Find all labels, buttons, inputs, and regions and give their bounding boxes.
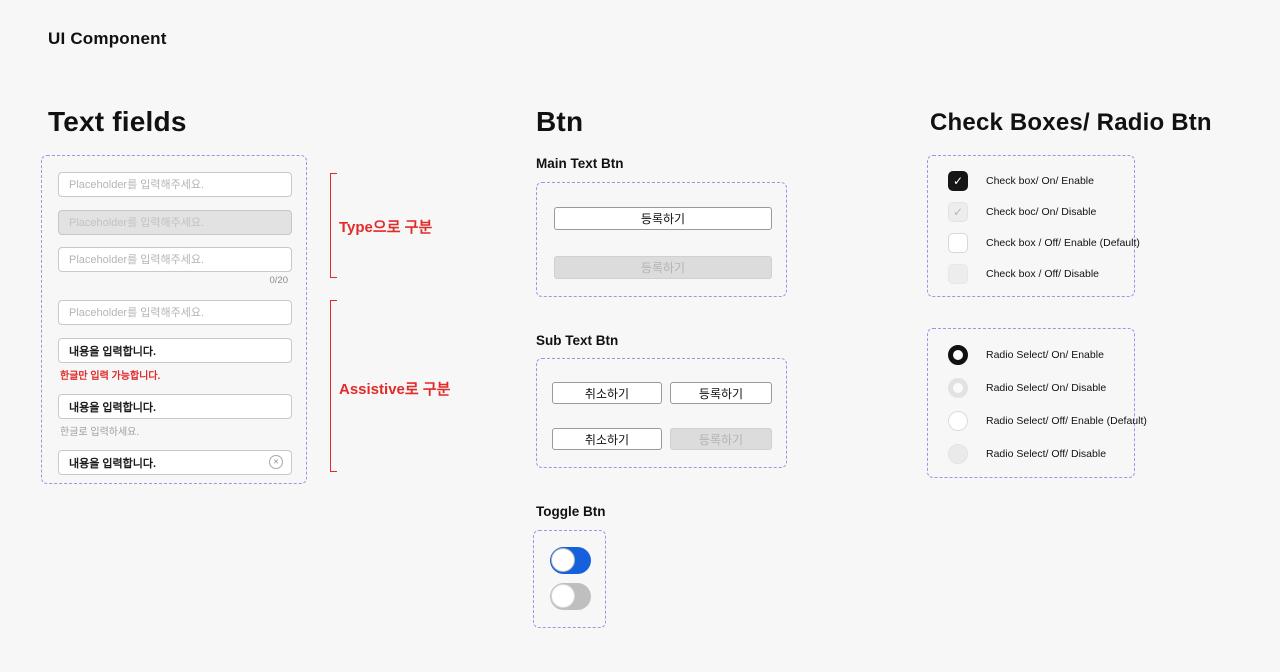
checkbox-label: Check box / Off/ Enable (Default) [986, 237, 1140, 249]
submit-button-enabled[interactable]: 등록하기 [554, 207, 772, 230]
checkbox-off-disable-icon [948, 264, 968, 284]
error-helper-text: 한글만 입력 가능합니다. [60, 371, 161, 382]
main-text-btn-label: Main Text Btn [536, 156, 624, 171]
radio-off-disable-icon [948, 444, 968, 464]
checkbox-on-enable-icon[interactable]: ✓ [948, 171, 968, 191]
text-fields-group: 0/20 한글만 입력 가능합니다. 한글로 입력하세요. ✕ [41, 155, 307, 484]
type-annotation: Type으로 구분 [339, 219, 433, 236]
checkbox-row[interactable]: Check box / Off/ Enable (Default) [948, 233, 1140, 253]
checkbox-off-enable-icon[interactable] [948, 233, 968, 253]
text-input-with-counter[interactable] [58, 247, 292, 272]
toggle-off-knob [551, 584, 575, 608]
checkbox-group: ✓ Check box/ On/ Enable ✓ Check boc/ On/… [927, 155, 1140, 297]
sub-btn-group: 취소하기 등록하기 취소하기 등록하기 [536, 358, 787, 468]
char-counter: 0/20 [269, 275, 289, 286]
checkbox-on-disable-icon: ✓ [948, 202, 968, 222]
clear-icon[interactable]: ✕ [269, 455, 283, 469]
text-input-assistive-default[interactable] [58, 300, 292, 325]
assistive-annotation: Assistive로 구분 [339, 381, 451, 398]
radio-label: Radio Select/ Off/ Disable [986, 448, 1107, 460]
radio-row[interactable]: Radio Select/ Off/ Enable (Default) [948, 411, 1147, 431]
text-input-default[interactable] [58, 172, 292, 197]
page-title: UI Component [48, 29, 167, 48]
toggle-btn-label: Toggle Btn [536, 504, 606, 519]
checkbox-label: Check box/ On/ Enable [986, 175, 1094, 187]
cancel-button-2[interactable]: 취소하기 [552, 428, 662, 450]
assistive-bracket [330, 300, 337, 472]
text-input-hint[interactable] [58, 394, 292, 419]
text-input-disabled [58, 210, 292, 235]
radio-on-enable-icon[interactable] [948, 345, 968, 365]
radio-row: Radio Select/ Off/ Disable [948, 444, 1120, 464]
radio-label: Radio Select/ On/ Disable [986, 382, 1107, 394]
checkbox-label: Check boc/ On/ Disable [986, 206, 1097, 218]
text-input-error[interactable] [58, 338, 292, 363]
radio-row: Radio Select/ On/ Disable [948, 378, 1120, 398]
check-radio-heading: Check Boxes/ Radio Btn [930, 109, 1212, 136]
checkbox-row[interactable]: ✓ Check box/ On/ Enable [948, 171, 1120, 191]
radio-label: Radio Select/ On/ Enable [986, 349, 1104, 361]
radio-on-disable-icon [948, 378, 968, 398]
toggle-on-knob [551, 548, 575, 572]
sub-text-btn-label: Sub Text Btn [536, 333, 619, 348]
type-bracket [330, 173, 337, 278]
text-fields-heading: Text fields [48, 106, 187, 137]
toggle-on[interactable] [550, 547, 591, 574]
submit-sub-button-disabled: 등록하기 [670, 428, 772, 450]
radio-group: Radio Select/ On/ Enable Radio Select/ O… [927, 328, 1147, 478]
radio-row[interactable]: Radio Select/ On/ Enable [948, 345, 1120, 365]
hint-helper-text: 한글로 입력하세요. [60, 427, 140, 438]
btn-heading: Btn [536, 106, 584, 137]
text-input-clearable[interactable] [58, 450, 292, 475]
checkbox-row: ✓ Check boc/ On/ Disable [948, 202, 1120, 222]
radio-off-enable-icon[interactable] [948, 411, 968, 431]
cancel-button[interactable]: 취소하기 [552, 382, 662, 404]
checkbox-label: Check box / Off/ Disable [986, 268, 1100, 280]
main-btn-group: 등록하기 등록하기 [536, 182, 787, 297]
submit-button-disabled: 등록하기 [554, 256, 772, 279]
checkbox-row: Check box / Off/ Disable [948, 264, 1120, 284]
radio-label: Radio Select/ Off/ Enable (Default) [986, 415, 1147, 427]
submit-sub-button-enabled[interactable]: 등록하기 [670, 382, 772, 404]
toggle-group [533, 530, 606, 628]
toggle-off[interactable] [550, 583, 591, 610]
